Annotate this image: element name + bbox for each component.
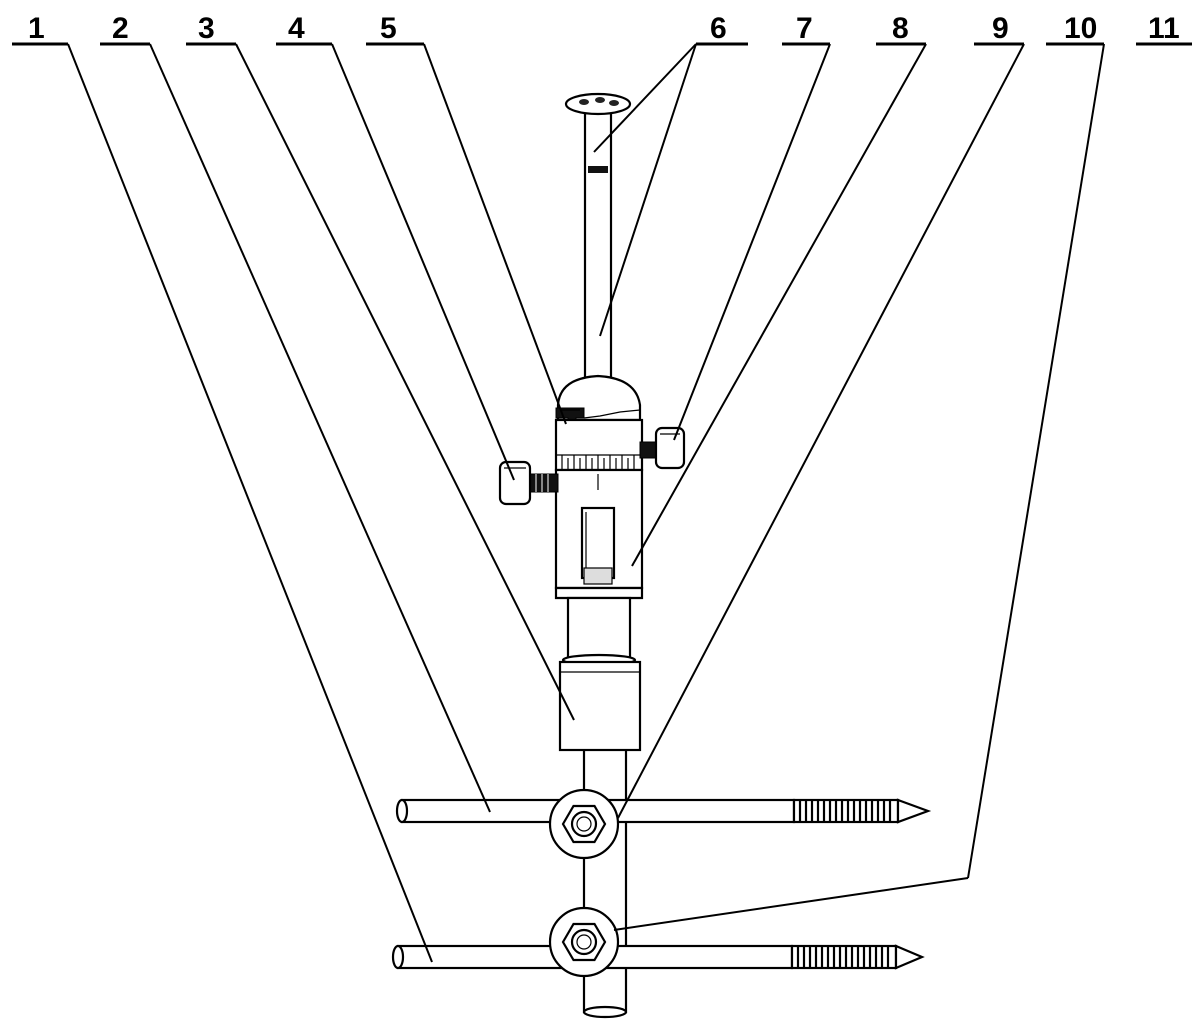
label-3: 3: [186, 12, 236, 46]
leader-5: [423, 43, 567, 425]
leader-8: [631, 43, 927, 567]
barrel-body: [554, 468, 644, 600]
lower-sleeve: [561, 596, 637, 667]
svg-text:10: 10: [1064, 12, 1097, 45]
leader-10b: [613, 877, 969, 931]
svg-text:9: 9: [992, 12, 1009, 45]
label-11: 11: [1136, 12, 1192, 46]
leader-3: [235, 43, 575, 721]
svg-text:8: 8: [892, 12, 909, 45]
leader-lines: [67, 43, 1105, 963]
vertical-rod: [582, 746, 628, 1019]
label-1: 1: [12, 12, 68, 46]
scale-ring: [554, 418, 644, 472]
label-5: 5: [366, 12, 424, 46]
svg-text:5: 5: [380, 12, 397, 45]
label-10: 10: [1046, 12, 1104, 46]
leader-6: [593, 43, 697, 153]
pin-shaft: [564, 92, 632, 392]
svg-text:11: 11: [1148, 12, 1180, 45]
leader-10: [967, 43, 1105, 879]
upper-clamp-nut: [548, 788, 620, 860]
label-4: 4: [276, 12, 332, 46]
svg-text:7: 7: [796, 12, 813, 45]
lower-clamp-nut: [548, 906, 620, 978]
label-7: 7: [782, 12, 830, 46]
svg-text:6: 6: [710, 12, 727, 45]
svg-text:2: 2: [112, 12, 129, 45]
svg-text:1: 1: [28, 12, 45, 45]
svg-text:4: 4: [288, 12, 305, 45]
lower-bone-screw: [391, 944, 925, 970]
upper-bone-screw: [395, 798, 932, 824]
collar: [558, 660, 642, 752]
label-9: 9: [974, 12, 1024, 46]
leader-1: [67, 43, 433, 963]
leader-4: [331, 43, 515, 481]
svg-text:3: 3: [198, 12, 215, 45]
leader-2: [149, 43, 491, 813]
label-6: 6: [696, 12, 748, 46]
label-2: 2: [100, 12, 150, 46]
leader-6b: [599, 43, 697, 337]
left-knob: [498, 460, 559, 506]
right-knob: [639, 426, 686, 470]
leader-9: [617, 43, 1025, 819]
label-8: 8: [876, 12, 926, 46]
leader-7: [673, 43, 831, 441]
